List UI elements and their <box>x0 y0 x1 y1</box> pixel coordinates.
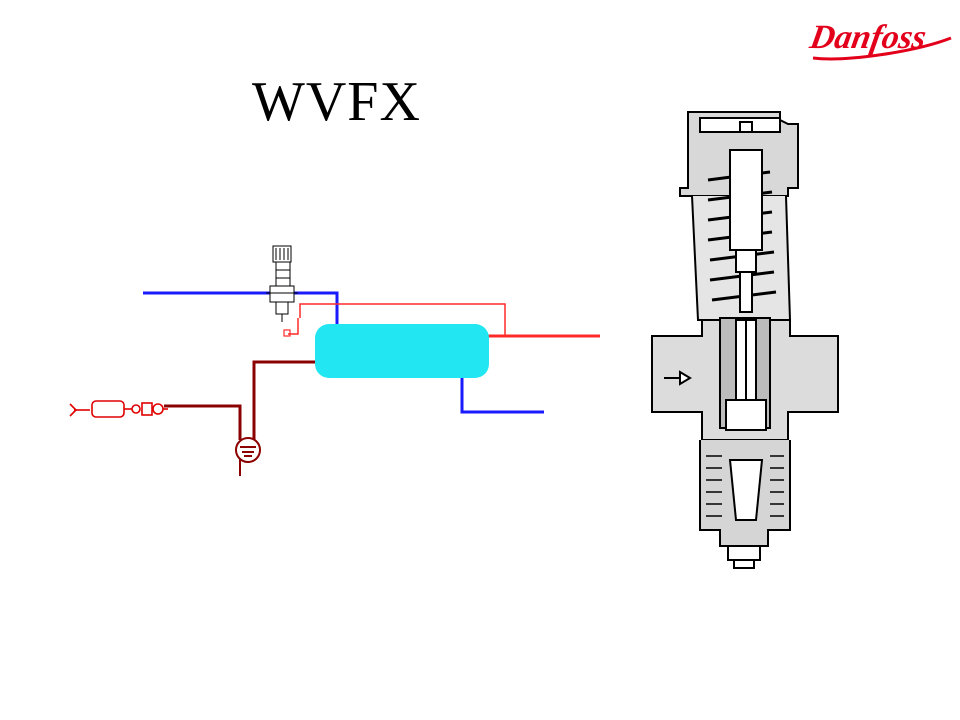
filter-drier <box>69 400 168 418</box>
liquid-line <box>164 360 315 476</box>
danfoss-logo: Danfoss <box>806 18 952 61</box>
water-outlet-pipe <box>460 378 544 414</box>
water-valve <box>266 245 298 322</box>
slide-title: WVFX <box>252 71 421 133</box>
valve-cross-section <box>651 111 839 569</box>
receiver <box>235 437 261 463</box>
condenser <box>315 324 489 378</box>
bellows-icon <box>706 455 784 517</box>
capillary-tube <box>283 303 506 337</box>
arrow-right-icon <box>664 370 692 386</box>
water-inlet-pipe <box>143 291 339 325</box>
svg-text:Danfoss: Danfoss <box>806 18 929 56</box>
